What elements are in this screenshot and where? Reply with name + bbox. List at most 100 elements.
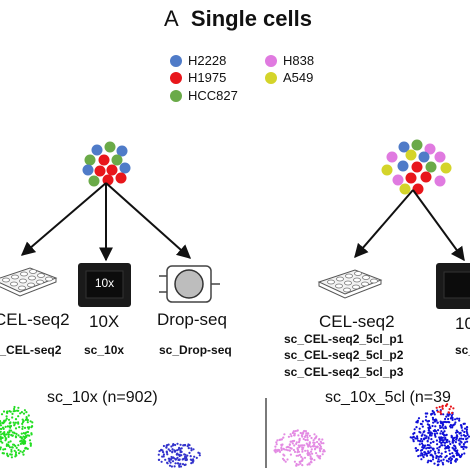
scatter-point [307,445,310,448]
scatter-point [431,447,434,450]
scatter-point [417,439,420,442]
scatter-point [290,435,293,438]
scatter-point [22,449,26,452]
scatter-plot-left [0,405,201,468]
scatter-point [181,463,185,466]
scatter-point [444,426,447,430]
scatter-point [445,459,448,462]
scatter-point [298,444,301,447]
scatter-point [308,453,311,456]
scatter-point [439,411,442,414]
platform-label-dropseq: Drop-seq [157,310,227,329]
scatter-point [456,430,459,434]
legend-swatch [170,71,182,84]
scatter-point [429,449,432,452]
scatter-point [440,430,443,433]
scatter-point [30,433,33,436]
scatter-point [424,444,427,447]
scatter-point [465,438,468,441]
scatter-point [285,448,288,451]
scatter-point [419,440,422,443]
scatter-point [443,441,447,444]
scatter-point [438,436,441,439]
scatter-point [170,445,173,448]
scatter-point [7,455,10,458]
scatter-point [4,425,7,428]
scatter-point [24,440,27,443]
figure-title: A Single cells [164,6,312,32]
legend-swatch [265,71,277,84]
scatter-point [26,430,29,434]
scatter-point [26,418,29,422]
scatter-point [454,431,458,434]
scatter-point [283,459,286,462]
scatter-point [461,429,464,432]
scatter-point [3,433,6,436]
scatter-point [427,429,430,432]
scatter-point [174,462,177,465]
scatter-point [176,456,179,459]
scatter-point [188,444,191,447]
scatter-point [419,454,422,457]
cell-dot [397,160,409,172]
scatter-point [454,421,457,424]
scatter-point [306,449,309,452]
plot-title-sc-10x: sc_10x (n=902) [47,389,158,406]
scatter-point [439,432,442,435]
legend-swatch [170,89,182,102]
scatter-point [431,458,435,461]
scatter-point [195,456,198,459]
cell-dot [392,174,404,186]
right-cell-cluster [381,139,452,195]
scatter-point [9,440,12,443]
scatter-point [157,458,160,461]
scatter-point [289,433,292,436]
scatter-point [425,454,429,457]
scatter-point [167,448,170,451]
scatter-point [443,444,446,447]
scatter-point [17,421,20,424]
scatter-point [22,435,25,438]
scatter-point [431,412,434,415]
scatter-point [176,449,179,452]
scatter-point [171,450,174,453]
cell-dot [94,165,106,177]
scatter-point [178,453,181,456]
scatter-point [310,436,313,440]
scatter-point [169,458,173,461]
scatter-point [450,457,453,461]
scatter-point [426,440,429,443]
scatter-point [464,427,467,430]
scatter-point [190,447,193,450]
scatter-point [5,415,8,418]
scatter-point [427,426,430,429]
scatter-point [30,426,33,429]
scatter-point [315,452,318,455]
scatter-point [301,444,304,447]
scatter-point [420,458,423,461]
scatter-point [11,431,14,434]
scatter-point [14,451,18,454]
legend-label: A549 [283,70,314,85]
scatter-point [166,461,169,464]
scatter-point [436,447,439,450]
scatter-point [31,421,34,424]
scatter-point [434,452,437,455]
scatter-point [466,426,469,429]
scatter-point [463,445,466,448]
scatter-point [454,441,457,444]
cell-dot [88,175,100,187]
scatter-point [28,439,32,442]
scatter-point [14,427,18,430]
scatter-point [292,430,295,433]
scatter-point [430,460,433,463]
scatter-point [432,456,435,459]
scatter-point [419,431,422,434]
scatter-point [426,420,429,423]
scatter-point [25,411,28,414]
scatter-point [442,431,445,434]
scatter-point [306,463,309,466]
scatter-point [414,447,417,450]
sample-label-celseq2-5cl-p1: sc_CEL-seq2_5cl_p1 [284,332,404,346]
scatter-point [319,445,322,448]
